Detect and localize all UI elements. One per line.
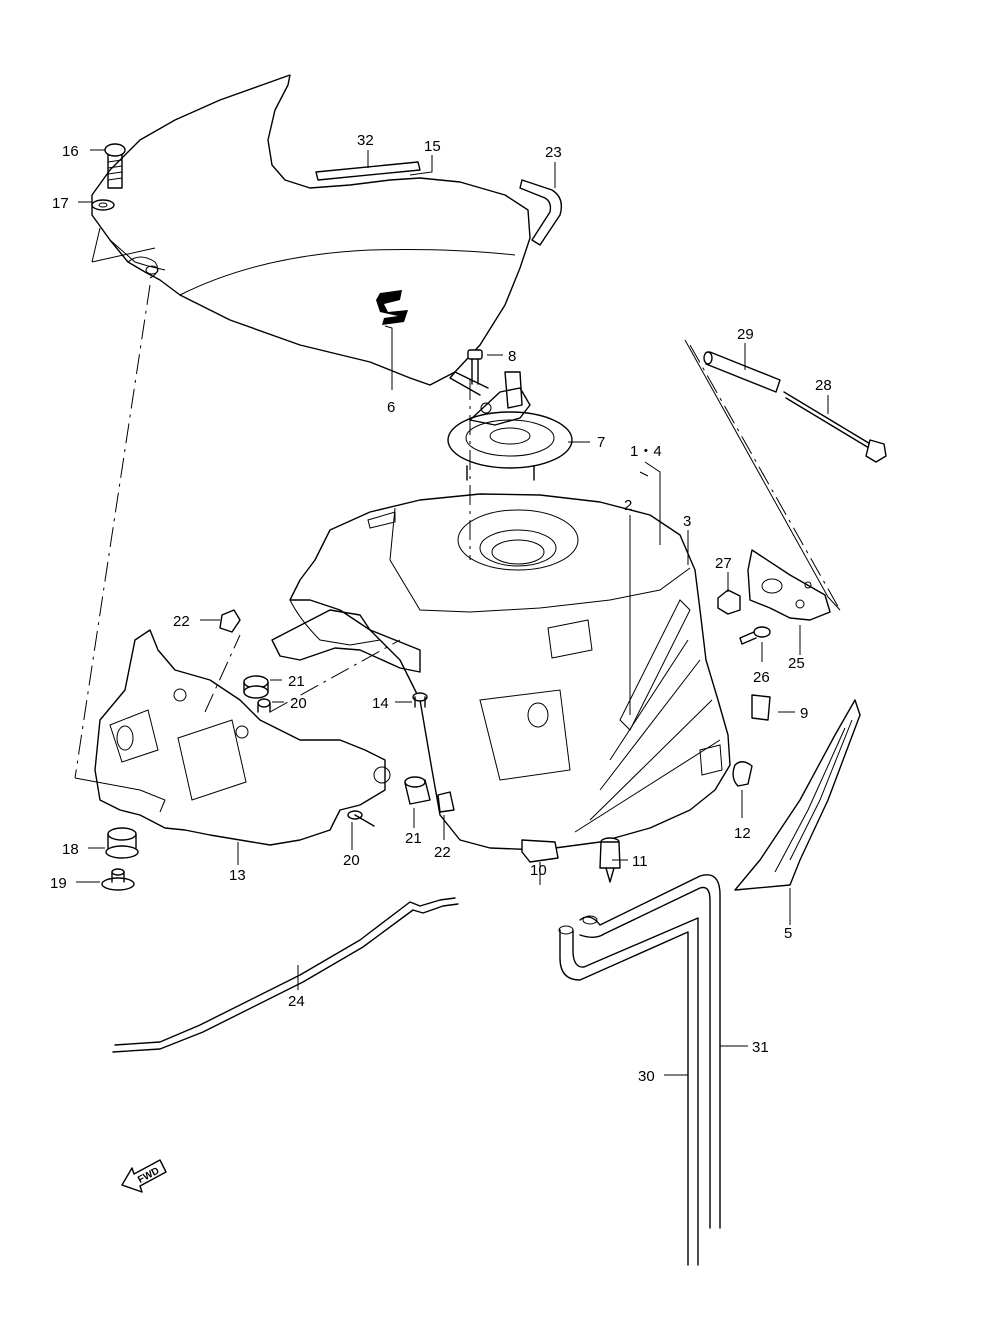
tank-cover[interactable] (91, 74, 531, 386)
callout-28: 28 (815, 377, 832, 394)
collar-20-lower[interactable] (347, 810, 375, 827)
bolt-14[interactable] (412, 692, 428, 708)
callout-19: 19 (50, 875, 67, 892)
callout-20-lower: 20 (343, 852, 360, 869)
nut-27[interactable] (717, 589, 741, 615)
callout-29: 29 (737, 326, 754, 343)
callout-20-upper: 20 (290, 695, 307, 712)
tank-front-bracket[interactable] (271, 609, 421, 673)
rubber-18[interactable] (105, 827, 139, 859)
callout-21-lower: 21 (405, 830, 422, 847)
callout-18: 18 (62, 841, 79, 858)
callout-30: 30 (638, 1068, 655, 1085)
damper-10[interactable] (521, 839, 559, 863)
collar-20-upper[interactable] (257, 698, 271, 713)
callout-5: 5 (784, 925, 792, 942)
fuel-tank[interactable] (289, 493, 731, 851)
callout-11: 11 (632, 853, 648, 870)
clip-nut-22-lower[interactable] (437, 791, 455, 813)
collar-19[interactable] (101, 868, 135, 891)
callout-12: 12 (734, 825, 751, 842)
bolt-26[interactable] (739, 626, 771, 645)
callout-13: 13 (229, 867, 246, 884)
cushion-12[interactable] (732, 761, 753, 787)
callout-15: 15 (424, 138, 441, 155)
fuel-cap-assembly[interactable] (447, 371, 573, 481)
bolt-28[interactable] (783, 391, 887, 463)
callout-9: 9 (800, 705, 808, 722)
fwd-label: FWD (136, 1166, 161, 1186)
grommet-9[interactable] (751, 694, 771, 721)
suzuki-s-logo-icon (376, 290, 408, 325)
callout-2: 2 (624, 497, 632, 514)
callout-14: 14 (372, 695, 389, 712)
callout-7: 7 (597, 434, 605, 451)
callout-27: 27 (715, 555, 732, 572)
callout-26: 26 (753, 669, 770, 686)
callout-1-4: 1・4 (630, 443, 662, 460)
callout-16: 16 (62, 143, 79, 160)
collar-29[interactable] (703, 351, 781, 393)
tank-bracket[interactable] (94, 629, 391, 846)
clip-nut-22-upper[interactable] (219, 609, 241, 633)
callout-25: 25 (788, 655, 805, 672)
grommet-21-upper[interactable] (243, 675, 269, 699)
rear-bracket-plate[interactable] (747, 549, 831, 621)
callout-8: 8 (508, 348, 516, 365)
callout-21-upper: 21 (288, 673, 305, 690)
screw-8[interactable] (467, 349, 483, 385)
callout-32: 32 (357, 132, 374, 149)
emblem-strip[interactable] (315, 161, 421, 181)
callout-6: 6 (387, 399, 395, 416)
callout-22-upper: 22 (173, 613, 190, 630)
callout-22-lower: 22 (434, 844, 451, 861)
hose-30[interactable] (559, 917, 699, 1266)
grommet-21-lower[interactable] (404, 776, 431, 805)
bolt-16[interactable] (104, 143, 126, 189)
damper-11[interactable] (599, 837, 621, 883)
callout-3: 3 (683, 513, 691, 530)
callout-23: 23 (545, 144, 562, 161)
side-cover-5[interactable] (734, 699, 861, 891)
breather-hose-short[interactable] (519, 179, 563, 246)
hose-31[interactable] (579, 874, 721, 1229)
callout-17: 17 (52, 195, 69, 212)
washer-17[interactable] (91, 199, 115, 211)
callout-24: 24 (288, 993, 305, 1010)
callout-10: 10 (530, 862, 547, 879)
drain-hose-24[interactable] (112, 897, 459, 1053)
forward-arrow-icon: FWD (121, 1159, 167, 1193)
callout-31: 31 (752, 1039, 769, 1056)
